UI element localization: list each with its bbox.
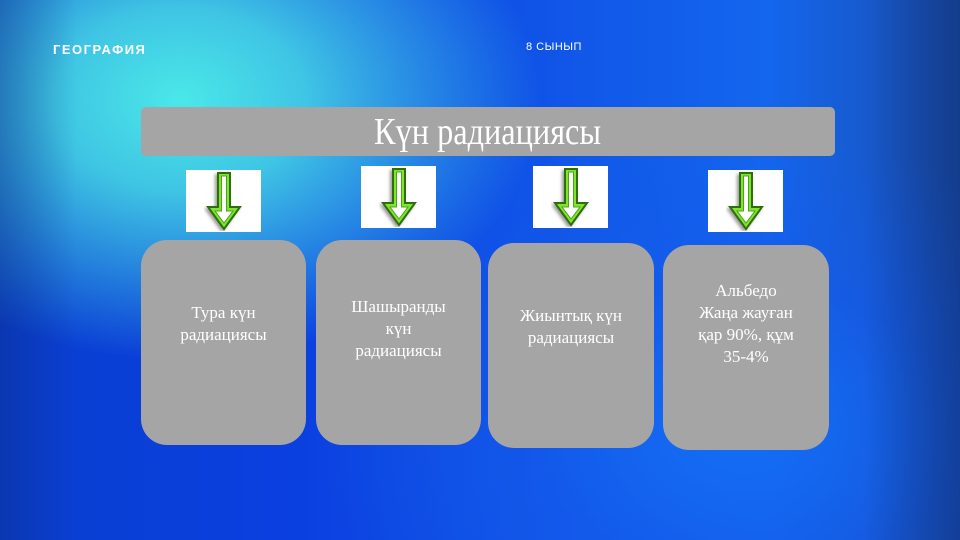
card-direct-radiation: Тура күн радиациясы	[141, 240, 306, 445]
title-banner: Күн радиациясы	[141, 107, 835, 156]
green-down-arrow-icon	[380, 168, 417, 227]
arrow-box-2	[361, 166, 436, 228]
grade-label: 8 СЫНЫП	[526, 41, 582, 53]
subject-label: ГЕОГРАФИЯ	[53, 42, 147, 57]
card-text: Шашыранды күн радиациясы	[351, 296, 446, 360]
slide-title: Күн радиациясы	[374, 110, 602, 153]
arrow-box-3	[533, 166, 608, 228]
card-text: Жиынтық күн радиациясы	[519, 305, 623, 347]
card-diffuse-radiation: Шашыранды күн радиациясы	[316, 240, 481, 445]
green-down-arrow-icon	[552, 168, 589, 227]
green-down-arrow-icon	[727, 172, 764, 231]
card-text: Альбедо Жаңа жауған қар 90%, құм 35-4%	[698, 280, 794, 366]
card-total-radiation: Жиынтық күн радиациясы	[488, 243, 654, 448]
green-down-arrow-icon	[205, 172, 242, 231]
card-text: Тура күн радиациясы	[180, 302, 267, 344]
arrow-box-4	[708, 170, 783, 232]
card-albedo: Альбедо Жаңа жауған қар 90%, құм 35-4%	[663, 245, 829, 450]
arrow-box-1	[186, 170, 261, 232]
